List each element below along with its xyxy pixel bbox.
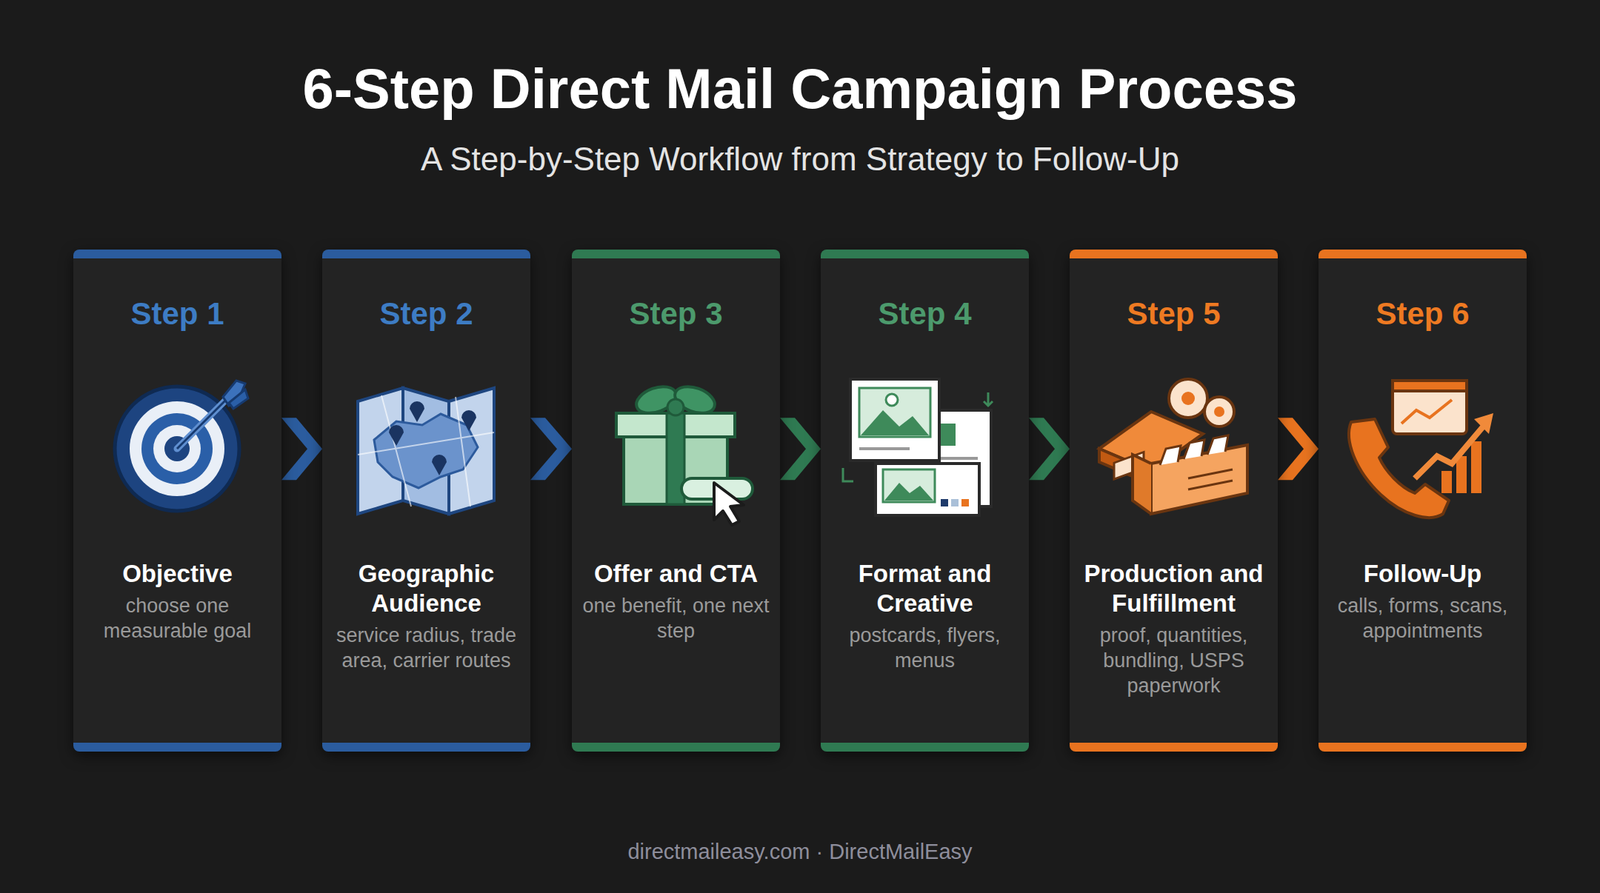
caption: directmaileasy.com · DirectMailEasy	[0, 839, 1600, 865]
phone-chart-icon	[1348, 380, 1494, 518]
step-content: Follow-Up calls, forms, scans, appointmen…	[1324, 559, 1521, 644]
step-label: Step 1	[73, 295, 282, 333]
step-heading: Geographic Audience	[328, 559, 525, 619]
step-heading: Format and Creative	[826, 559, 1023, 619]
gift-icon	[616, 381, 753, 526]
step-description: service radius, trade area, carrier rout…	[328, 622, 525, 674]
step-heading: Objective	[79, 559, 276, 589]
step-label: Step 6	[1318, 295, 1527, 333]
step-description: choose one measurable goal	[79, 593, 276, 644]
chevron-arrow	[1028, 417, 1070, 480]
card-bar	[1318, 742, 1527, 752]
card-bar	[1069, 742, 1278, 752]
card-bar	[1318, 249, 1527, 259]
card-bar	[73, 742, 282, 752]
chevron-arrow	[530, 417, 572, 480]
card-bar	[1069, 249, 1278, 259]
step-description: calls, forms, scans, appointments	[1324, 593, 1521, 644]
step-label: Step 2	[322, 295, 531, 333]
postcards-icon	[842, 379, 993, 516]
step-card: Step 4 Format and Creativepostcards, flye…	[820, 249, 1029, 752]
chevron-arrow	[281, 417, 323, 480]
step-content: Format and Creativepostcards, flyers, me…	[826, 559, 1023, 674]
step-label: Step 5	[1069, 295, 1278, 333]
card-bar	[322, 742, 531, 752]
subtitle: A Step-by-Step Workflow from Strategy to…	[0, 140, 1600, 178]
card-bar	[73, 249, 282, 259]
target-icon	[114, 380, 249, 512]
card-bar	[322, 249, 531, 259]
card-bar	[820, 249, 1029, 259]
step-content: Objective choose one measurable goal	[79, 559, 276, 644]
step-description: proof, quantities, bundling, USPS paperw…	[1075, 622, 1272, 699]
card-bar	[820, 742, 1029, 752]
step-card: Step 3 Offer and CTA one benefit, one next…	[571, 249, 780, 752]
card-bar	[571, 742, 780, 752]
step-card: Step 2 Geographic Audienceservice radius,…	[322, 249, 531, 752]
step-heading: Production and Fulfillment	[1075, 559, 1272, 619]
step-heading: Follow-Up	[1324, 559, 1521, 589]
step-card: Step 5 Production and Fulfillmentproof, q…	[1069, 249, 1278, 752]
step-label: Step 3	[571, 295, 780, 333]
chevron-arrow	[780, 417, 821, 480]
step-content: Production and Fulfillmentproof, quantit…	[1075, 559, 1272, 699]
step-content: Geographic Audienceservice radius, trade…	[328, 559, 525, 674]
step-content: Offer and CTA one benefit, one next step	[577, 559, 775, 644]
chevron-arrow	[1277, 417, 1319, 480]
step-label: Step 4	[820, 295, 1029, 333]
step-description: postcards, flyers, menus	[826, 622, 1023, 674]
map-icon	[357, 388, 495, 515]
step-description: one benefit, one next step	[577, 593, 775, 644]
step-card: Step 6 Follow-Up calls, forms, scans, appo…	[1318, 249, 1527, 752]
title: 6-Step Direct Mail Campaign Process	[0, 54, 1600, 123]
step-heading: Offer and CTA	[577, 559, 775, 589]
card-bar	[571, 249, 780, 259]
step-card: Step 1 Objective choose one measurable goa…	[73, 249, 282, 752]
printer-icon	[1099, 379, 1248, 515]
